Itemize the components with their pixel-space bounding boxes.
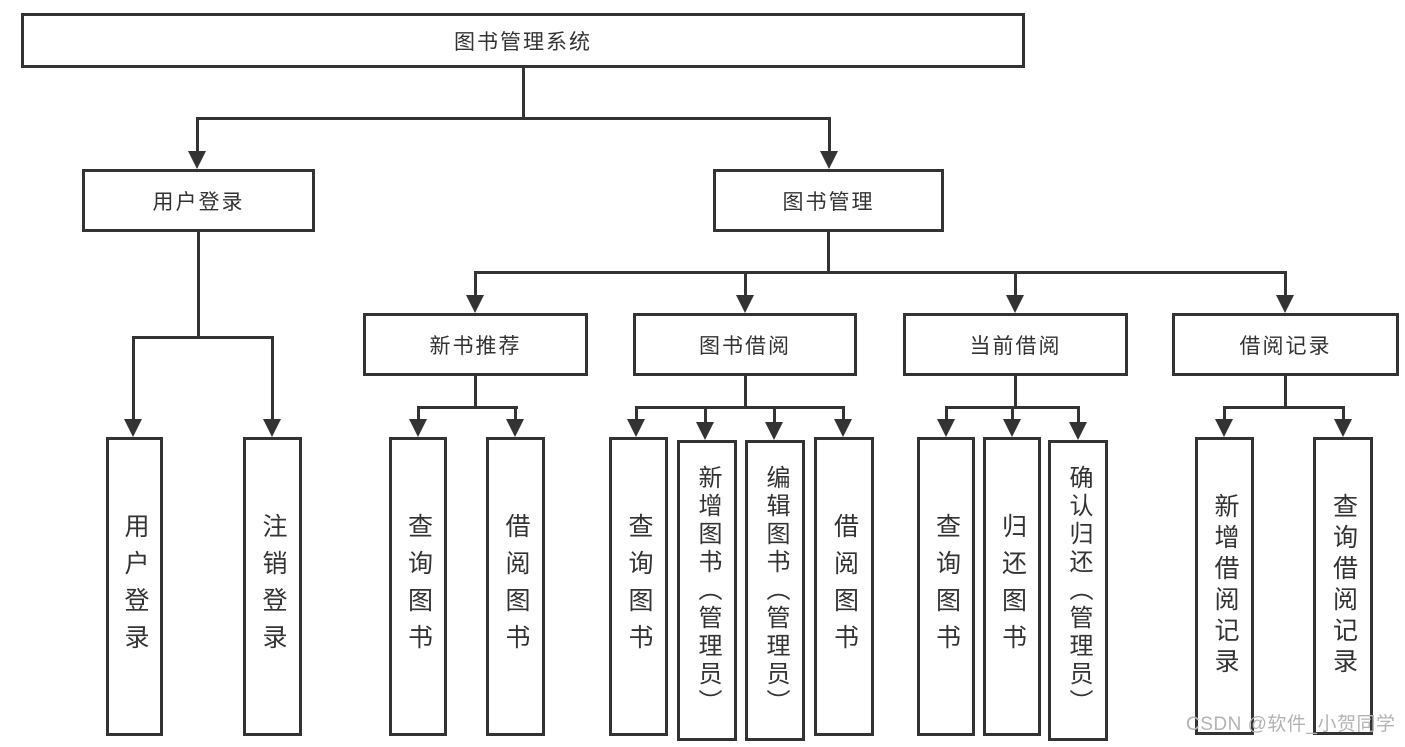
arrow-down-icon: [764, 406, 783, 440]
arrow-down-icon: [735, 271, 754, 313]
arrow-down-icon: [506, 406, 524, 437]
leaf-query-books-1-label: 查询图书: [404, 512, 433, 661]
connector-line: [743, 375, 747, 408]
leaf-add-books-admin-label: 新增图书（管理员）: [694, 464, 721, 717]
node-book-borrow-label: 图书借阅: [699, 334, 791, 358]
leaf-edit-books-admin-label: 编辑图书（管理员）: [762, 464, 789, 717]
leaf-query-books-3-label: 查询图书: [932, 512, 961, 661]
node-borrow-records: 借阅记录: [1172, 313, 1399, 376]
leaf-confirm-return-admin: 确认归还（管理员）: [1048, 440, 1108, 741]
node-new-book-recommend-label: 新书推荐: [429, 334, 522, 358]
leaf-edit-books-admin: 编辑图书（管理员）: [745, 440, 805, 741]
leaf-return-books: 归还图书: [983, 437, 1041, 736]
connector-line: [474, 375, 477, 408]
arrow-down-icon: [123, 336, 142, 437]
arrow-down-icon: [466, 271, 484, 313]
leaf-borrow-books-2-label: 借阅图书: [830, 512, 859, 661]
connector-line: [521, 68, 525, 118]
connector-line: [1223, 406, 1345, 409]
connector-line: [1284, 375, 1287, 408]
leaf-add-borrow-record-label: 新增借阅记录: [1211, 493, 1239, 679]
arrow-down-icon: [262, 336, 281, 437]
leaf-query-borrow-record: 查询借阅记录: [1313, 437, 1373, 735]
watermark: CSDN @软件_小贺同学: [1186, 714, 1396, 735]
leaf-confirm-return-admin-label: 确认归还（管理员）: [1065, 464, 1092, 717]
leaf-return-books-label: 归还图书: [998, 512, 1027, 661]
connector-line: [196, 231, 200, 338]
leaf-user-login-label: 用户登录: [121, 512, 149, 661]
arrow-down-icon: [1006, 271, 1024, 313]
leaf-query-books-2: 查询图书: [609, 437, 668, 736]
node-borrow-records-label: 借阅记录: [1239, 334, 1332, 358]
arrow-down-icon: [1215, 406, 1233, 437]
node-current-borrow: 当前借阅: [903, 313, 1128, 376]
leaf-borrow-books-1-label: 借阅图书: [502, 512, 530, 661]
leaf-user-login: 用户登录: [106, 437, 163, 736]
arrow-down-icon: [408, 406, 427, 437]
arrow-down-icon: [626, 406, 645, 437]
node-root-label: 图书管理系统: [454, 30, 592, 54]
leaf-logout-label: 注销登录: [259, 512, 287, 661]
node-book-management: 图书管理: [713, 169, 944, 232]
arrow-down-icon: [1276, 271, 1294, 313]
node-user-login: 用户登录: [82, 169, 315, 232]
arrow-down-icon: [1333, 406, 1352, 437]
connector-line: [826, 231, 830, 273]
node-user-login-label: 用户登录: [152, 190, 245, 214]
leaf-logout: 注销登录: [243, 437, 302, 736]
arrow-down-icon: [695, 406, 714, 440]
connector-line: [474, 271, 1287, 274]
leaf-query-books-2-label: 查询图书: [625, 512, 653, 661]
arrow-down-icon: [819, 117, 838, 169]
arrow-down-icon: [936, 406, 955, 437]
node-book-borrow: 图书借阅: [633, 313, 857, 376]
connector-line: [131, 336, 274, 339]
leaf-add-books-admin: 新增图书（管理员）: [677, 440, 737, 741]
leaf-borrow-books-2: 借阅图书: [814, 437, 874, 736]
connector-line: [416, 406, 518, 409]
arrow-down-icon: [833, 406, 852, 437]
arrow-down-icon: [1002, 406, 1021, 437]
leaf-query-books-1: 查询图书: [389, 437, 447, 736]
node-root: 图书管理系统: [21, 13, 1025, 68]
leaf-query-books-3: 查询图书: [917, 437, 975, 736]
arrow-down-icon: [1068, 406, 1087, 440]
connector-line: [634, 406, 845, 409]
node-book-management-label: 图书管理: [782, 190, 875, 214]
leaf-query-borrow-record-label: 查询借阅记录: [1329, 493, 1358, 679]
arrow-down-icon: [187, 117, 206, 169]
connector-line: [195, 117, 831, 120]
leaf-borrow-books-1: 借阅图书: [486, 437, 545, 736]
leaf-add-borrow-record: 新增借阅记录: [1195, 437, 1254, 735]
node-current-borrow-label: 当前借阅: [969, 334, 1062, 358]
connector-line: [1014, 375, 1017, 408]
node-new-book-recommend: 新书推荐: [363, 313, 588, 376]
